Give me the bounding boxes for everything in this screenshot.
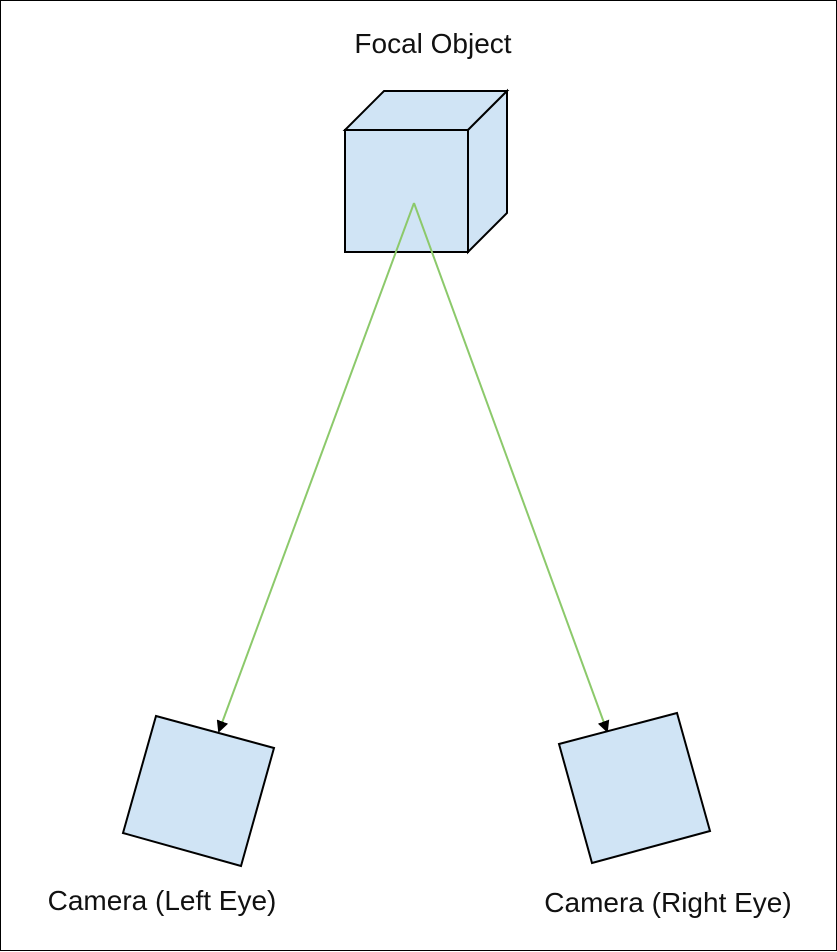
ray-to-right-camera [413,202,610,733]
camera-right-box [557,711,712,865]
ray-to-left-camera [216,202,415,733]
focal-object-label: Focal Object [354,28,511,59]
cube-front-face [344,129,469,253]
focal-object-cube [342,88,510,255]
camera-left-label: Camera (Left Eye) [48,885,277,916]
camera-left-box [121,714,276,868]
camera-right-label: Camera (Right Eye) [544,887,791,918]
